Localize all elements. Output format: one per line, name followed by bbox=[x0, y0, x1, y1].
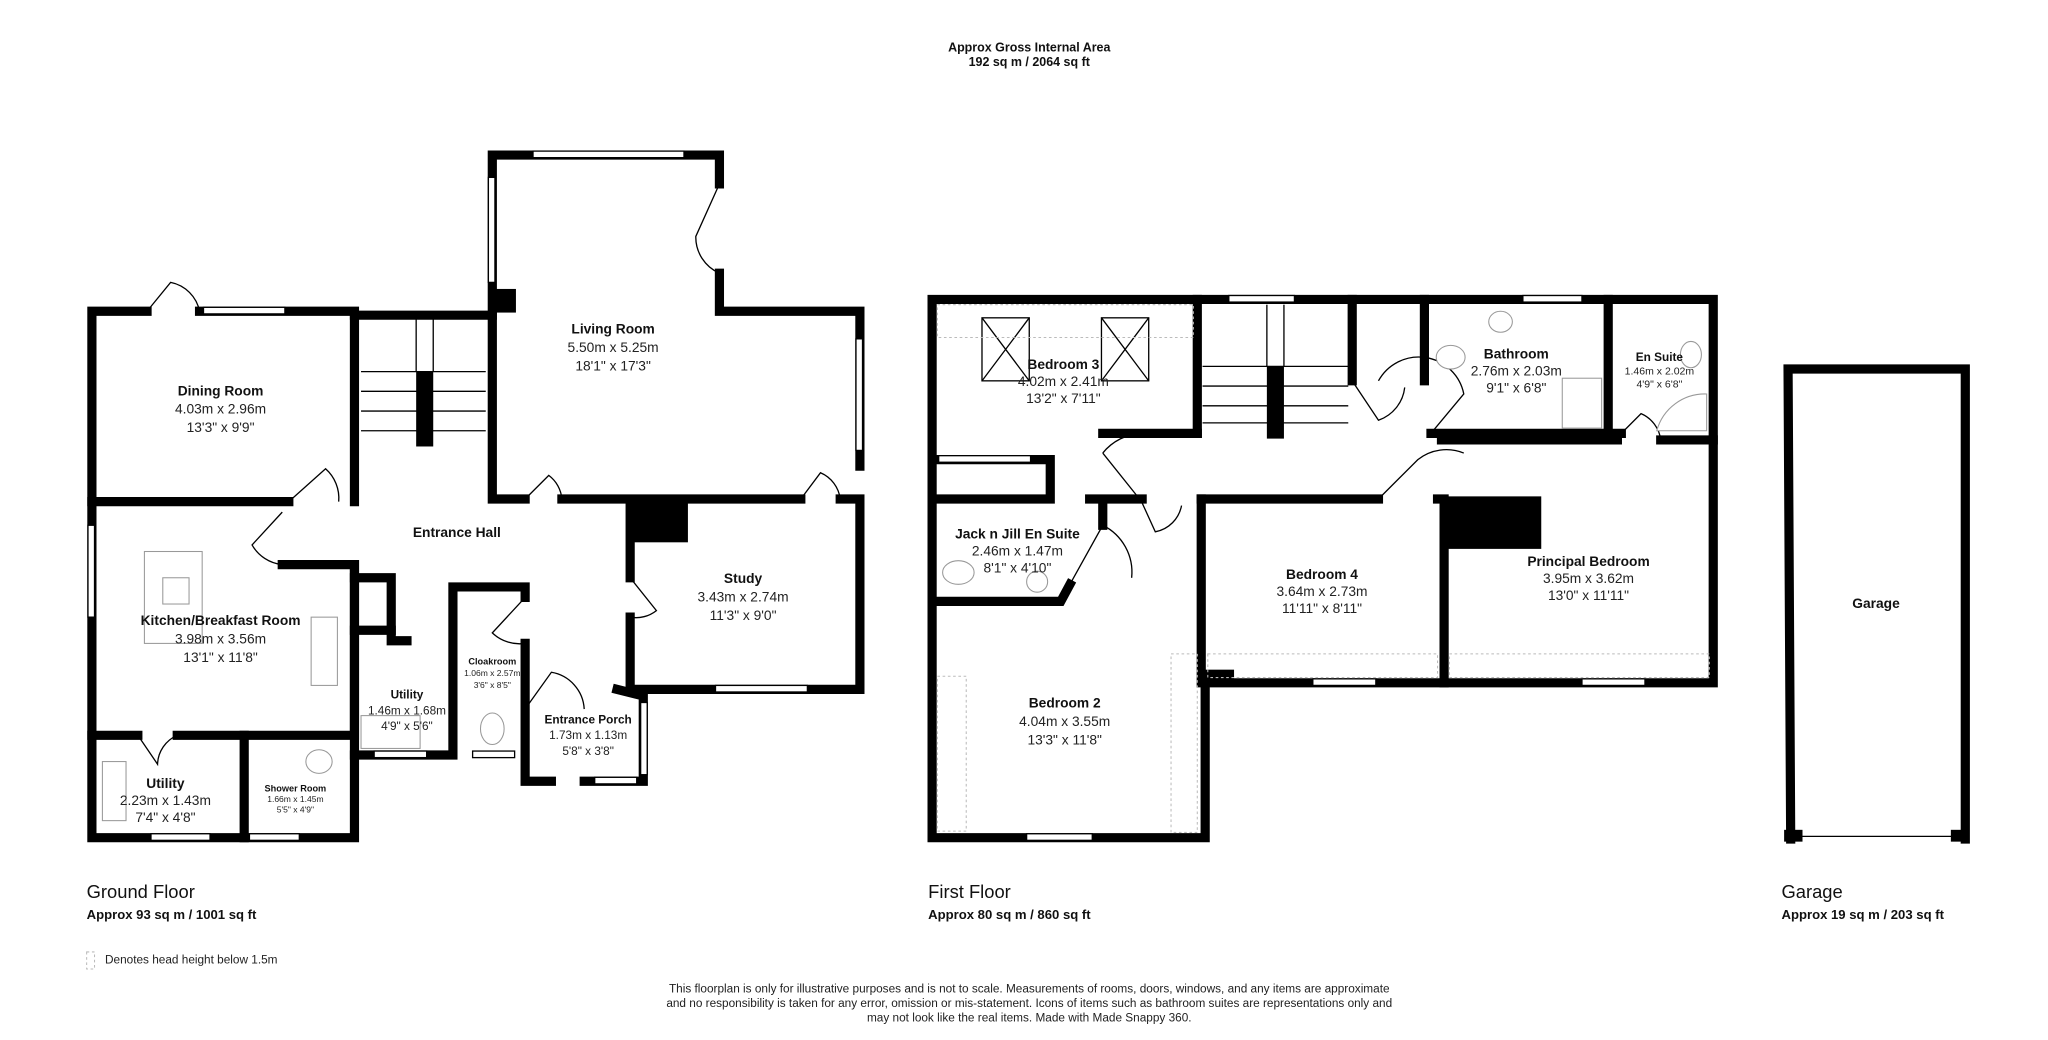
principal-bedroom-name: Principal Bedroom bbox=[1527, 554, 1649, 569]
en-suite-metric: 1.46m x 2.02m bbox=[1625, 365, 1695, 377]
utility-2-imperial: 7'4" x 4'8" bbox=[135, 810, 195, 825]
study-name: Study bbox=[724, 571, 763, 586]
bathroom-imperial: 9'1" x 6'8" bbox=[1486, 381, 1546, 396]
bedroom-2-imperial: 13'3" x 11'8" bbox=[1027, 732, 1102, 747]
gross-area-value: 192 sq m / 2064 sq ft bbox=[969, 55, 1090, 69]
shower-room-name: Shower Room bbox=[265, 784, 327, 794]
kitchen-name: Kitchen/Breakfast Room bbox=[141, 613, 301, 628]
gross-area-title: Approx Gross Internal Area bbox=[948, 40, 1111, 54]
entrance-porch-name: Entrance Porch bbox=[545, 712, 632, 726]
disclaimer-line-1: This floorplan is only for illustrative … bbox=[669, 982, 1390, 996]
study-metric: 3.43m x 2.74m bbox=[698, 589, 789, 604]
head-height-legend-swatch bbox=[86, 951, 96, 970]
dining-room-name: Dining Room bbox=[178, 383, 264, 398]
jack-n-jill-name: Jack n Jill En Suite bbox=[955, 526, 1080, 541]
dining-room-metric: 4.03m x 2.96m bbox=[175, 402, 266, 417]
first-floor-plan: Bedroom 3 4.02m x 2.41m 13'2" x 7'11" Ba… bbox=[927, 294, 1718, 843]
bedroom-4-name: Bedroom 4 bbox=[1286, 567, 1358, 582]
staircase bbox=[361, 319, 486, 447]
utility-2-metric: 2.23m x 1.43m bbox=[120, 793, 211, 808]
first-floor-label: First Floor bbox=[928, 881, 1011, 902]
shower-room-imperial: 5'5" x 4'9" bbox=[277, 805, 314, 815]
ground-floor-area: Approx 93 sq m / 1001 sq ft bbox=[87, 907, 257, 922]
living-room-name: Living Room bbox=[571, 322, 654, 337]
garage-plan: Garage bbox=[1783, 364, 1970, 844]
living-room-metric: 5.50m x 5.25m bbox=[568, 340, 659, 355]
head-height-legend-text: Denotes head height below 1.5m bbox=[105, 953, 278, 967]
utility-2-name: Utility bbox=[146, 776, 185, 791]
utility-metric: 1.46m x 1.68m bbox=[368, 703, 446, 717]
principal-bedroom-metric: 3.95m x 3.62m bbox=[1543, 571, 1634, 586]
garage-floor-area: Approx 19 sq m / 203 sq ft bbox=[1781, 907, 1944, 922]
utility-name: Utility bbox=[391, 688, 424, 702]
entrance-porch-imperial: 5'8" x 3'8" bbox=[562, 744, 614, 758]
jack-n-jill-metric: 2.46m x 1.47m bbox=[972, 543, 1063, 558]
bedroom-3-metric: 4.02m x 2.41m bbox=[1018, 374, 1109, 389]
disclaimer-line-2: and no responsibility is taken for any e… bbox=[666, 996, 1392, 1010]
garage-name: Garage bbox=[1852, 596, 1900, 611]
kitchen-metric: 3.98m x 3.56m bbox=[175, 631, 266, 646]
entrance-hall-name: Entrance Hall bbox=[413, 525, 501, 540]
en-suite-imperial: 4'9" x 6'8" bbox=[1636, 378, 1682, 390]
bedroom-4-metric: 3.64m x 2.73m bbox=[1276, 584, 1367, 599]
bathroom-metric: 2.76m x 2.03m bbox=[1471, 364, 1562, 379]
dining-room-imperial: 13'3" x 9'9" bbox=[187, 420, 255, 435]
kitchen-imperial: 13'1" x 11'8" bbox=[183, 650, 258, 665]
bathroom-name: Bathroom bbox=[1484, 347, 1549, 362]
bedroom-2-name: Bedroom 2 bbox=[1029, 696, 1101, 711]
bedroom-3-name: Bedroom 3 bbox=[1027, 357, 1099, 372]
cloakroom-imperial: 3'6" x 8'5" bbox=[474, 680, 511, 690]
cloakroom-name: Cloakroom bbox=[468, 656, 516, 666]
ground-floor-label: Ground Floor bbox=[87, 881, 195, 902]
staircase-upper bbox=[1202, 304, 1349, 439]
garage-floor-label: Garage bbox=[1781, 881, 1842, 902]
ground-floor-plan: Dining Room 4.03m x 2.96m 13'3" x 9'9" L… bbox=[87, 150, 865, 843]
principal-bedroom-imperial: 13'0" x 11'11" bbox=[1548, 588, 1629, 603]
skylight-icons bbox=[981, 317, 1150, 382]
bedroom-2-metric: 4.04m x 3.55m bbox=[1019, 714, 1110, 729]
en-suite-name: En Suite bbox=[1636, 350, 1684, 364]
utility-imperial: 4'9" x 5'6" bbox=[381, 719, 433, 733]
bedroom-4-imperial: 11'11" x 8'11" bbox=[1282, 601, 1362, 616]
shower-room-metric: 1.66m x 1.45m bbox=[267, 794, 323, 804]
cloakroom-metric: 1.06m x 2.57m bbox=[464, 668, 520, 678]
study-imperial: 11'3" x 9'0" bbox=[710, 608, 777, 623]
living-room-imperial: 18'1" x 17'3" bbox=[575, 358, 651, 373]
jack-n-jill-imperial: 8'1" x 4'10" bbox=[984, 561, 1052, 576]
entrance-porch-metric: 1.73m x 1.13m bbox=[549, 728, 627, 742]
first-floor-area: Approx 80 sq m / 860 sq ft bbox=[928, 907, 1091, 922]
bedroom-3-imperial: 13'2" x 7'11" bbox=[1026, 391, 1101, 406]
disclaimer-line-3: may not look like the real items. Made w… bbox=[867, 1010, 1192, 1024]
